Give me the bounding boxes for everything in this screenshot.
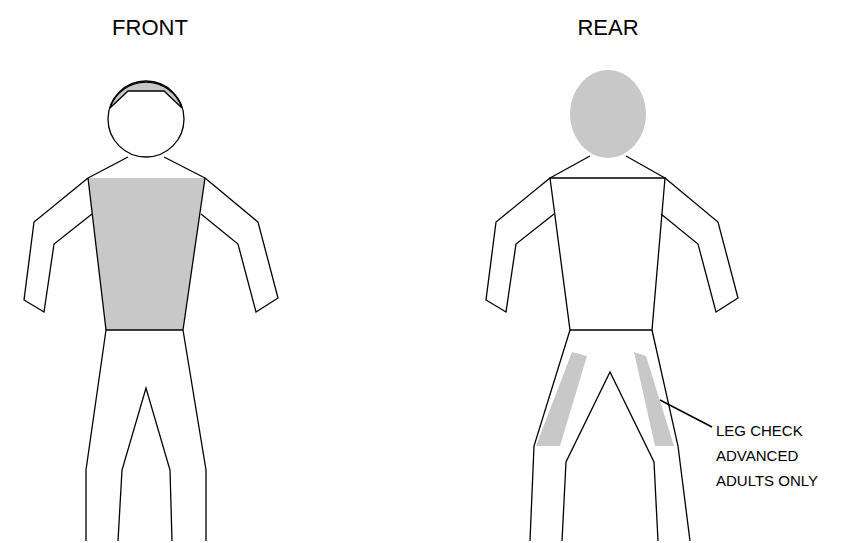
front-head xyxy=(108,81,184,157)
front-torso-outline xyxy=(88,178,205,330)
front-left-arm xyxy=(24,178,92,312)
front-legs xyxy=(86,330,206,541)
callout-note: LEG CHECK ADVANCED ADULTS ONLY xyxy=(716,418,836,493)
rear-shoulder-line xyxy=(550,156,665,178)
rear-torso-outline xyxy=(550,178,665,330)
rear-left-leg-shading xyxy=(536,352,587,446)
view-heading: REAR xyxy=(558,14,658,42)
rear-left-arm xyxy=(486,178,554,312)
front-hair-shading xyxy=(110,82,182,108)
front-right-arm xyxy=(201,178,278,312)
front-shoulder-line xyxy=(88,157,205,178)
rear-legs xyxy=(530,330,690,541)
view-heading: FRONT xyxy=(100,14,200,42)
front-figure xyxy=(24,81,278,541)
front-torso-shading xyxy=(88,178,205,330)
leader-line xyxy=(660,400,712,427)
rear-right-arm xyxy=(661,178,738,312)
rear-head-shading xyxy=(570,70,646,158)
rear-figure xyxy=(486,70,738,541)
